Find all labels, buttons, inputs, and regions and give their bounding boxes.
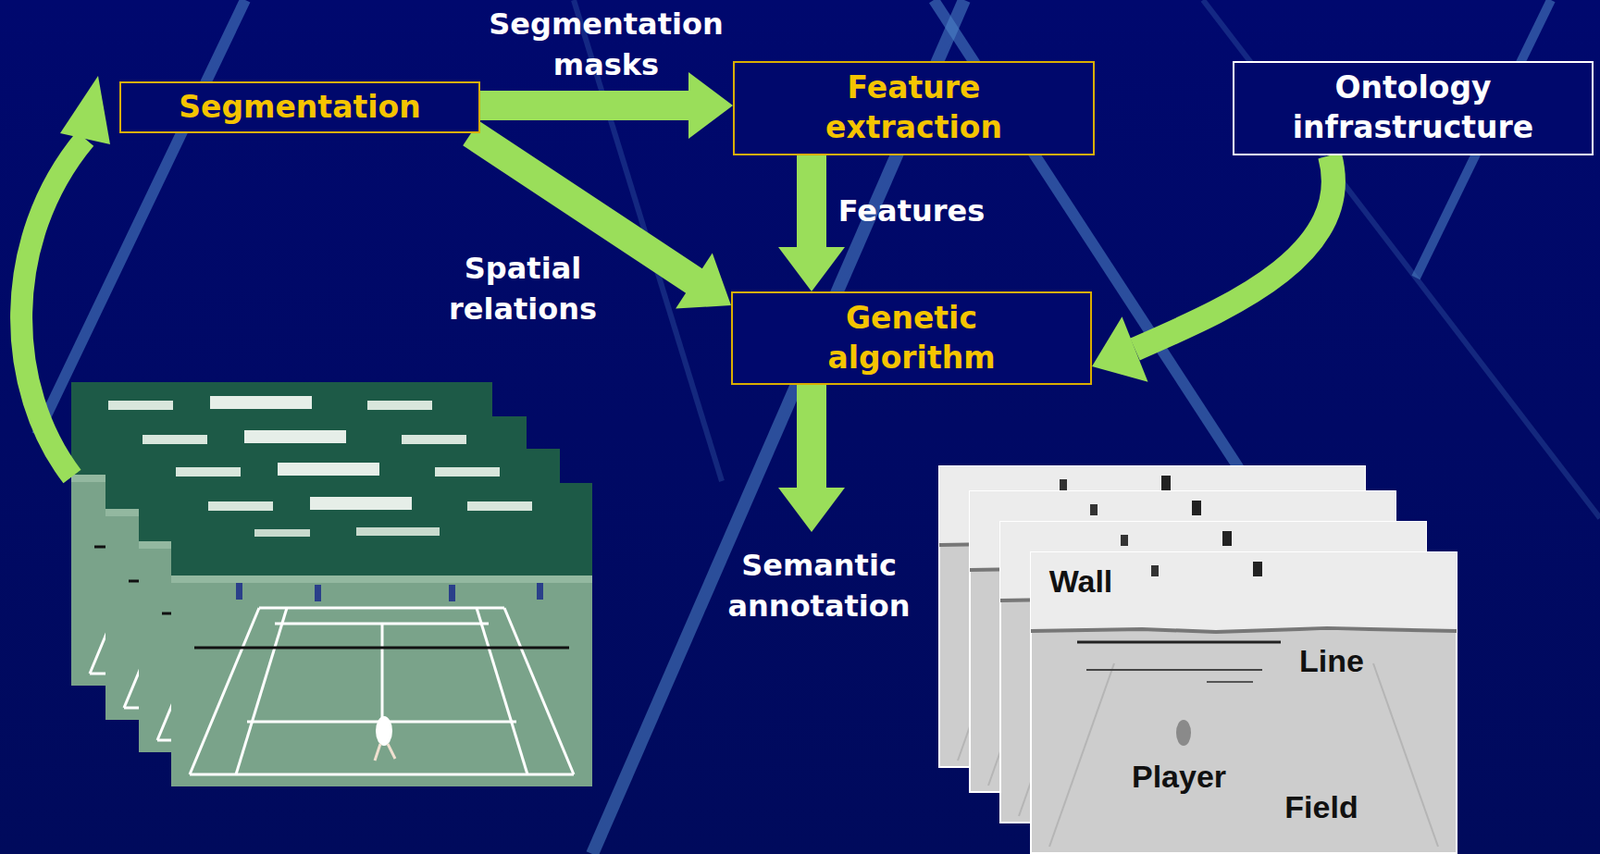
output-label: Semantic annotation — [703, 545, 935, 627]
box-label: Ontology infrastructure — [1283, 68, 1543, 149]
illustration-shape — [778, 384, 845, 533]
edge-label: Segmentation masks — [467, 3, 745, 86]
process-box: Ontology infrastructure — [1232, 61, 1594, 156]
region-label: Player — [1131, 759, 1227, 794]
illustration-shape — [21, 138, 86, 477]
illustration-shape — [1203, 0, 1600, 519]
region-label: Field — [1284, 790, 1358, 825]
region-label: Line — [1299, 644, 1365, 679]
arrow-head — [1091, 316, 1149, 383]
video-frames — [71, 382, 593, 787]
diagonal-lines — [37, 0, 1600, 854]
box-label: Segmentation — [178, 87, 421, 128]
region-label: Wall — [1049, 564, 1114, 599]
box-label: Feature extraction — [784, 68, 1044, 149]
process-box: Genetic algorithm — [731, 291, 1092, 385]
edge-label: Spatial relations — [416, 248, 630, 330]
flow-arrow — [1091, 155, 1334, 383]
block-arrow — [778, 155, 845, 292]
illustration-shape — [171, 483, 593, 787]
curved-arrow-shaft — [1135, 155, 1334, 350]
flow-arrow — [778, 155, 845, 292]
illustration-shape — [60, 75, 111, 145]
annotated-frames — [939, 466, 1457, 854]
box-label: Genetic algorithm — [781, 298, 1042, 379]
process-box: Feature extraction — [732, 61, 1095, 156]
process-box: Segmentation — [119, 81, 481, 134]
edge-label: Features — [838, 190, 985, 232]
illustration-shape — [37, 0, 246, 435]
illustration-shape — [1030, 552, 1457, 854]
flow-arrows — [21, 75, 845, 533]
